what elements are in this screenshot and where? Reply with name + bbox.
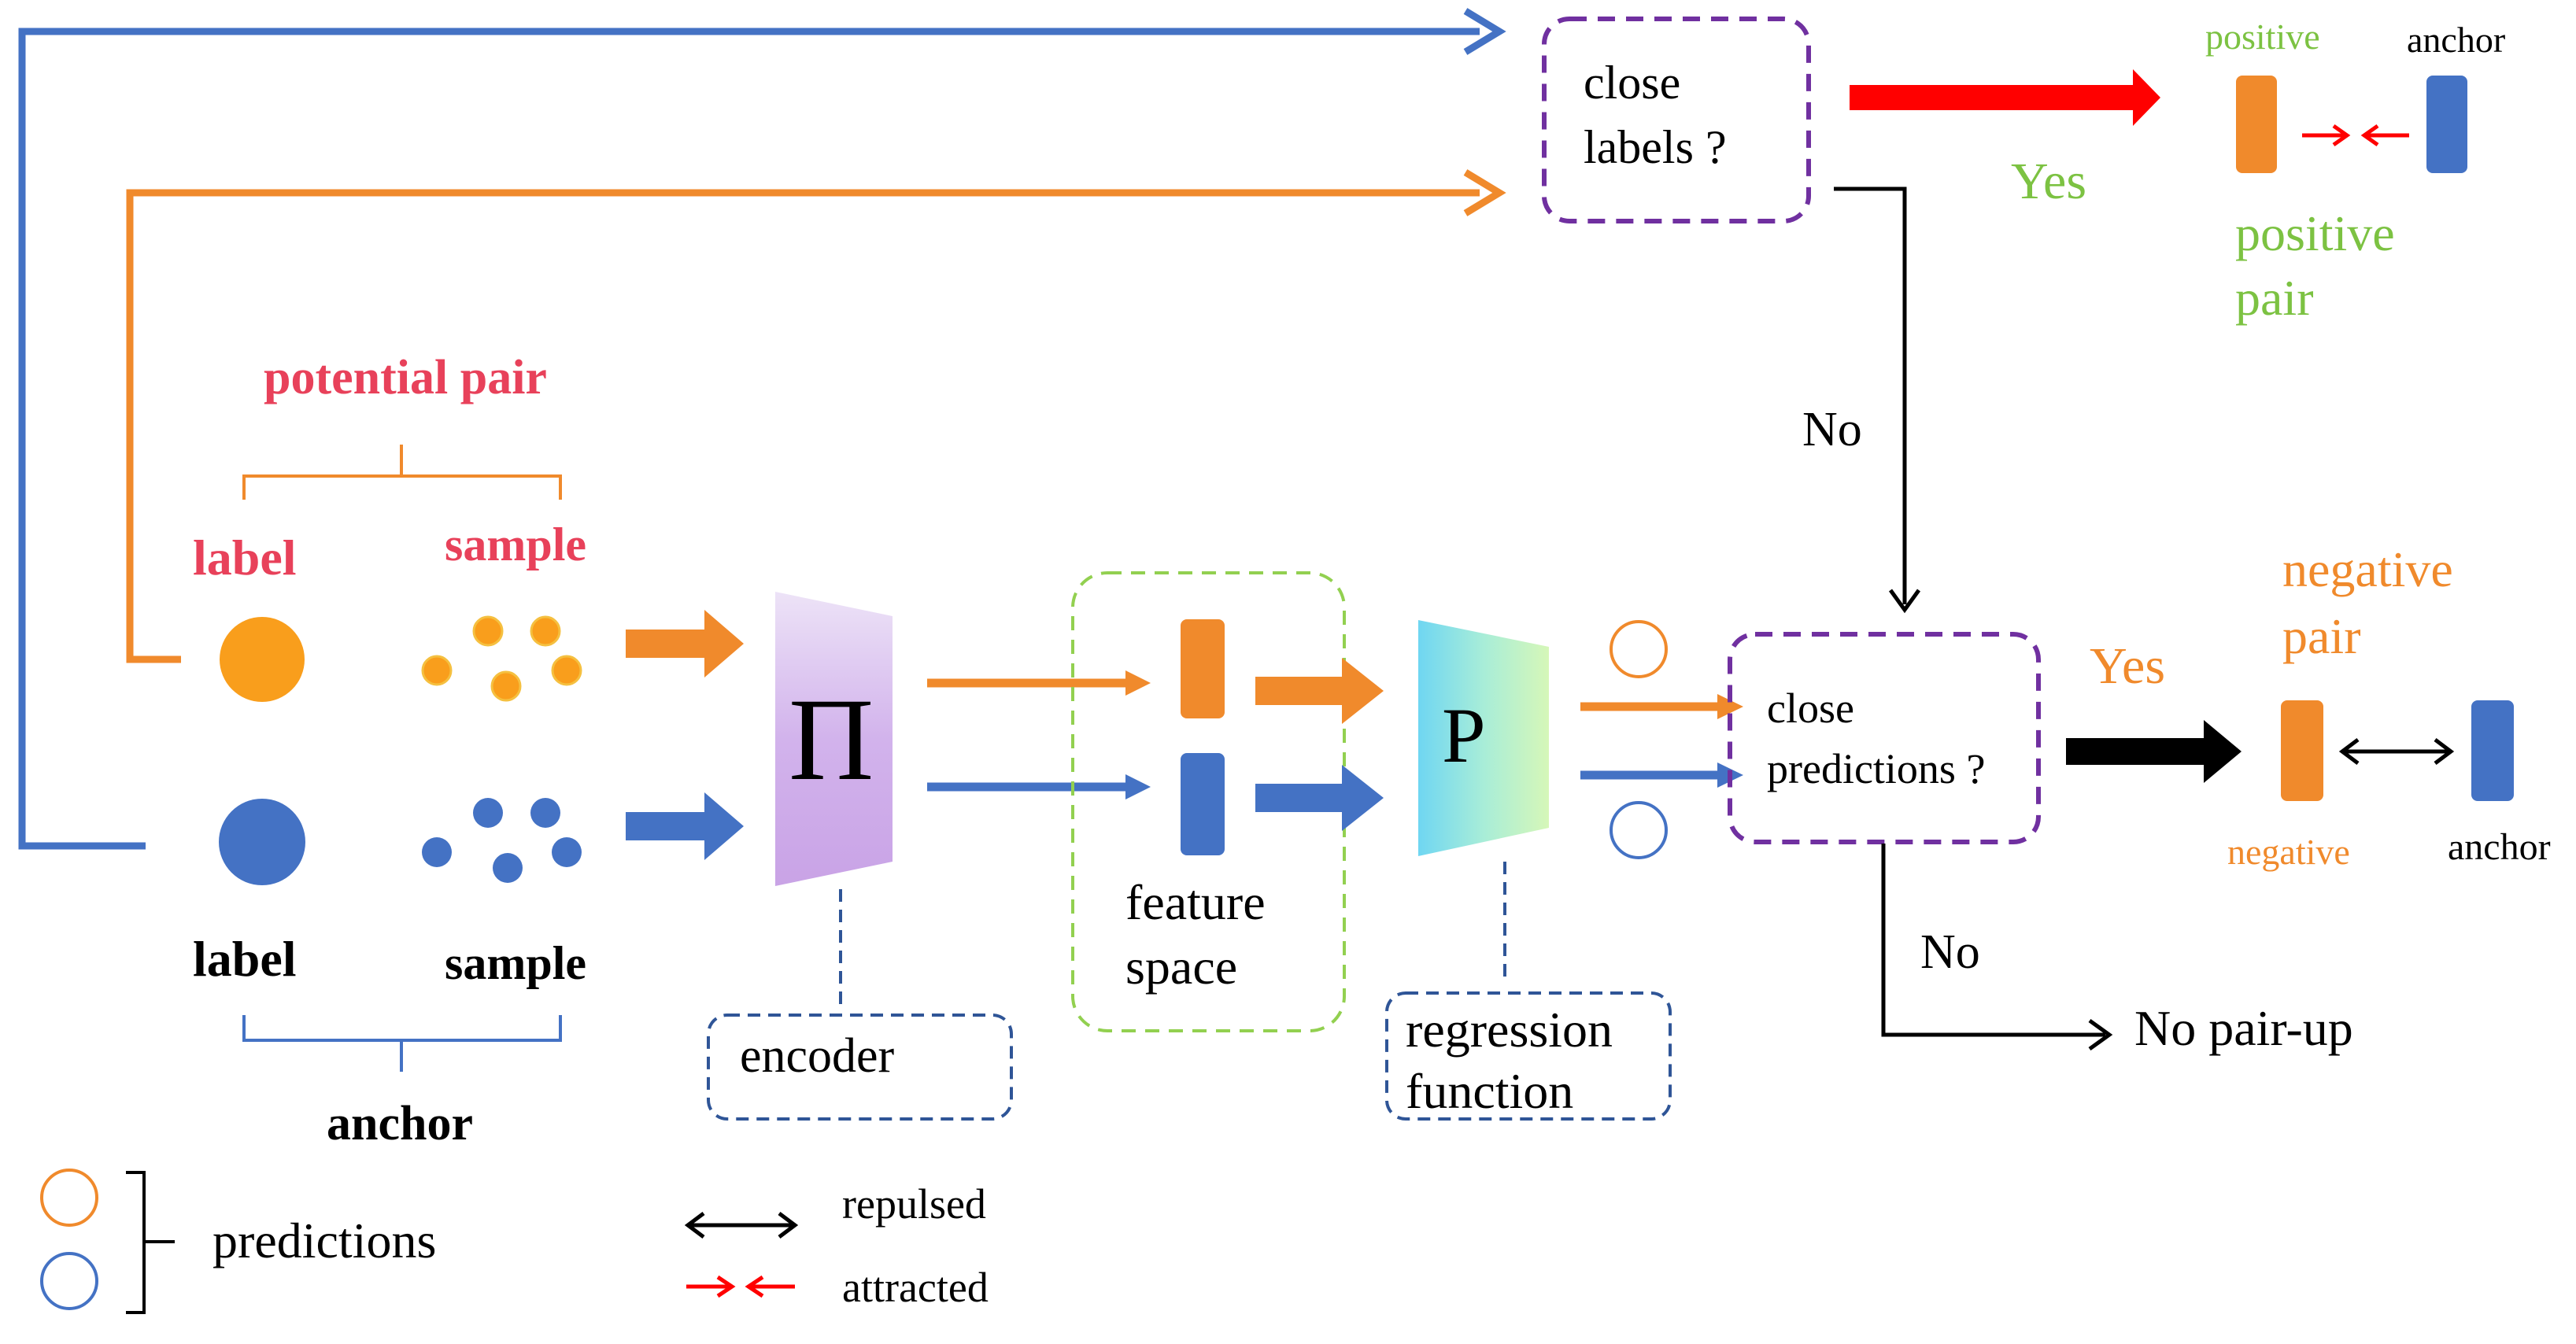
sample-top-text: sample <box>445 519 586 570</box>
attracted-arrows-top <box>2302 124 2409 147</box>
legend-repulsed-label: repulsed <box>842 1180 986 1228</box>
close-labels-box <box>1542 17 1811 223</box>
encoder-trapezoid <box>775 592 893 886</box>
positive-pair-line2: pair <box>2235 270 2314 326</box>
legend-predictions-label: predictions <box>213 1213 436 1268</box>
orange-input-arrow <box>626 610 744 678</box>
yes-label-top: Yes <box>2011 153 2086 210</box>
orange-label-feedback-line <box>126 189 1480 663</box>
encoder-to-feature-orange-arrow <box>927 670 1151 696</box>
legend-attracted-arrows <box>686 1275 795 1298</box>
label-top-text: label <box>193 530 297 585</box>
positive-label: positive <box>2205 17 2320 57</box>
yes-red-arrow <box>1850 69 2160 126</box>
legend-attracted-label: attracted <box>842 1264 989 1311</box>
legend-repulsed-arrow <box>684 1212 799 1239</box>
p-to-decision-blue-arrow <box>1580 762 1743 788</box>
positive-pair-line1: positive <box>2235 205 2395 261</box>
feature-to-p-blue-arrow <box>1255 765 1384 831</box>
encoder-to-feature-blue-arrow <box>927 774 1151 799</box>
negative-pair-line2: pair <box>2282 608 2361 664</box>
p-to-decision-orange-arrow <box>1580 694 1743 719</box>
orange-label-dot <box>220 617 305 702</box>
close-predictions-box <box>1728 632 2041 844</box>
feature-to-p-orange-arrow <box>1255 658 1384 724</box>
regression-function-box <box>1385 991 1672 1121</box>
label-bottom-text: label <box>193 931 297 987</box>
no-arrowhead-down <box>1888 589 1921 614</box>
close-predictions-line1: close <box>1767 685 1854 732</box>
negative-pair-line1: negative <box>2282 541 2453 597</box>
close-labels-text-line1: close <box>1584 57 1680 109</box>
encoder-symbol: Π <box>789 674 874 805</box>
legend-blue-circle <box>40 1252 98 1310</box>
legend-orange-circle <box>40 1169 98 1227</box>
feature-orange-bar <box>1181 619 1225 718</box>
feature-space-line1: feature <box>1125 874 1266 930</box>
anchor-label-bottom: anchor <box>2448 826 2551 868</box>
encoder-label: encoder <box>740 1029 895 1083</box>
orange-feedback-arrowhead <box>1463 169 1506 216</box>
no-label-bottom: No <box>1920 925 1980 979</box>
sample-bottom-text: sample <box>445 937 586 989</box>
anchor-brace <box>242 1015 562 1072</box>
legend-brace <box>126 1171 175 1314</box>
yes-label-bottom: Yes <box>2090 637 2165 695</box>
close-labels-text-line2: labels ? <box>1584 121 1727 173</box>
blue-input-arrow <box>626 792 744 860</box>
regression-trapezoid <box>1418 620 1549 856</box>
repulsed-arrow-bottom <box>2338 738 2455 765</box>
anchor-label-top: anchor <box>2407 20 2505 60</box>
regression-label-line1: regression <box>1406 1002 1613 1058</box>
blue-prediction-circle <box>1610 801 1668 859</box>
negative-sample-bar <box>2281 700 2323 801</box>
close-predictions-line2: predictions ? <box>1767 745 1985 792</box>
positive-sample-bar <box>2236 76 2277 173</box>
orange-prediction-circle <box>1610 620 1668 678</box>
no-pairup-line <box>1881 844 2105 1037</box>
encoder-box <box>707 1014 1013 1121</box>
blue-sample-dots <box>422 798 582 883</box>
potential-pair-label: potential pair <box>264 351 547 404</box>
anchor-bar-bottom <box>2471 700 2514 801</box>
feature-blue-bar <box>1181 753 1225 855</box>
blue-feedback-arrowhead <box>1463 8 1506 55</box>
no-pairup-arrowhead <box>2088 1018 2113 1051</box>
no-line-from-close-labels <box>1834 186 1907 604</box>
blue-label-feedback-line <box>18 28 1480 850</box>
regression-label-line2: function <box>1406 1063 1573 1119</box>
anchor-text: anchor <box>327 1097 473 1150</box>
potential-pair-brace <box>242 445 562 500</box>
regression-symbol: P <box>1442 692 1486 779</box>
orange-sample-dots <box>421 615 582 702</box>
negative-label: negative <box>2227 832 2350 872</box>
no-pairup-label: No pair-up <box>2134 1000 2353 1056</box>
feature-space-line2: space <box>1125 939 1237 995</box>
blue-label-dot <box>219 799 305 885</box>
anchor-bar-top <box>2426 76 2467 173</box>
no-label-top: No <box>1802 403 1862 456</box>
yes-black-arrow <box>2066 720 2242 783</box>
